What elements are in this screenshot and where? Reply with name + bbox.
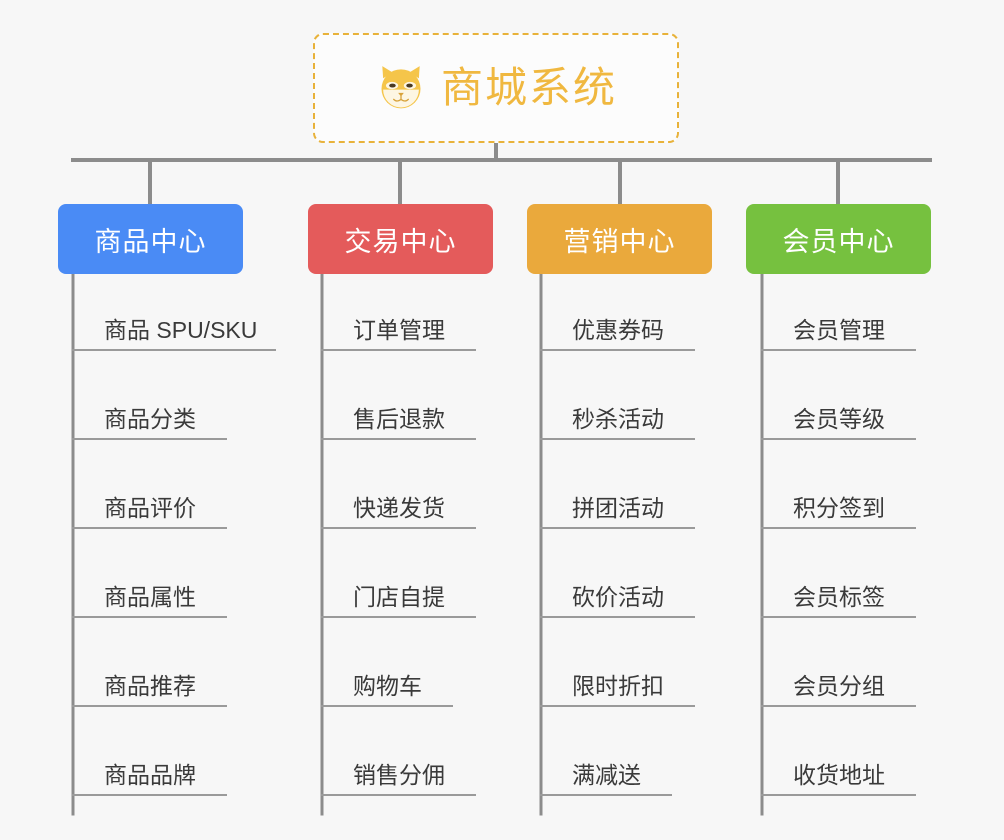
leaf-item[interactable]: 会员等级 [761,398,916,440]
category-header-member-center[interactable]: 会员中心 [746,204,931,274]
leaf-item[interactable]: 收货地址 [761,754,916,796]
root-node[interactable]: 商城系统 [313,33,679,143]
leaf-item[interactable]: 优惠券码 [540,309,695,351]
leaf-item[interactable]: 会员管理 [761,309,916,351]
leaf-item[interactable]: 商品属性 [72,576,227,618]
category-header-trade-center[interactable]: 交易中心 [308,204,493,274]
category-label: 会员中心 [782,226,895,257]
leaf-item[interactable]: 砍价活动 [540,576,695,618]
leaf-item[interactable]: 门店自提 [321,576,476,618]
leaf-item[interactable]: 销售分佣 [321,754,476,796]
category-label: 交易中心 [344,226,457,257]
leaf-item[interactable]: 积分签到 [761,487,916,529]
category-label: 营销中心 [563,226,676,257]
leaf-item[interactable]: 会员标签 [761,576,916,618]
leaf-item[interactable]: 满减送 [540,754,672,796]
leaf-item[interactable]: 商品推荐 [72,665,227,707]
leaf-item[interactable]: 订单管理 [321,309,476,351]
category-label: 商品中心 [94,226,207,257]
leaf-item[interactable]: 商品评价 [72,487,227,529]
leaf-item[interactable]: 售后退款 [321,398,476,440]
leaf-item[interactable]: 快递发货 [321,487,476,529]
category-header-product-center[interactable]: 商品中心 [58,204,243,274]
leaf-item[interactable]: 商品 SPU/SKU [72,309,276,351]
leaf-item[interactable]: 购物车 [321,665,453,707]
category-header-marketing-center[interactable]: 营销中心 [527,204,712,274]
root-title: 商城系统 [440,64,617,111]
leaf-item[interactable]: 商品分类 [72,398,227,440]
leaf-item[interactable]: 限时折扣 [540,665,695,707]
leaf-item[interactable]: 会员分组 [761,665,916,707]
leaf-item[interactable]: 秒杀活动 [540,398,695,440]
leaf-item[interactable]: 拼团活动 [540,487,695,529]
leaf-item[interactable]: 商品品牌 [72,754,227,796]
shiba-dog-face-icon [381,66,421,109]
